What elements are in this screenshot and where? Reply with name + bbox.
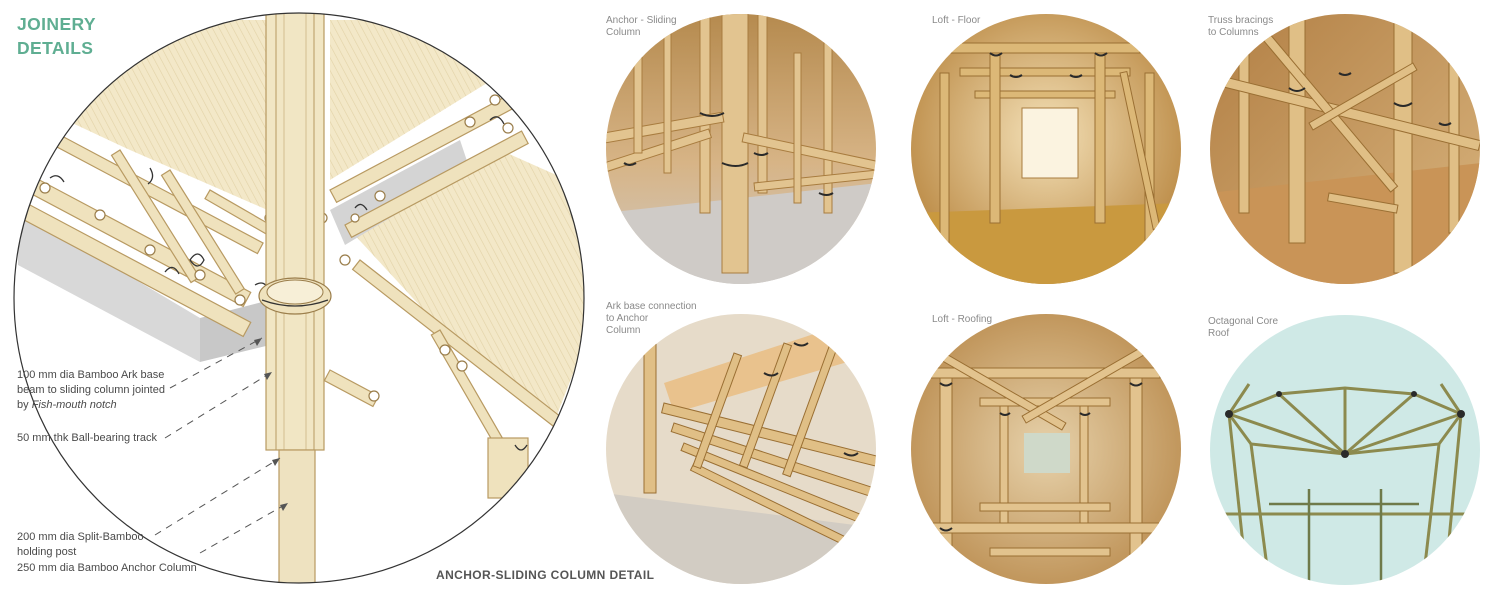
ball-bearing-track (18, 210, 200, 362)
note-anchor-column: 250 mm dia Bamboo Anchor Column (17, 562, 197, 574)
photo-anchor-sliding-column (606, 14, 876, 284)
note-ark-base-beam: 100 mm dia Bamboo Ark base beam to slidi… (17, 369, 165, 411)
title-line-2: DETAILS (17, 38, 94, 58)
deck-right (350, 150, 584, 420)
note-split-bamboo-post: 200 mm dia Split-Bamboo holding post (17, 531, 144, 558)
note-ball-bearing-track: 50 mm thk Ball-bearing track (17, 432, 157, 444)
photo-label-loft-floor: Loft - Floor (932, 15, 981, 26)
anchor-column (278, 449, 316, 583)
drawing-caption: ANCHOR-SLIDING COLUMN DETAIL (436, 568, 655, 582)
photo-loft-roofing (911, 314, 1181, 584)
photo-octagonal-core-roof (1210, 315, 1480, 585)
diagram-title: JOINERY DETAILS (17, 12, 96, 60)
photo-ark-base-connection (606, 314, 876, 584)
sliding-column (265, 13, 325, 451)
joinery-detail-drawing (13, 12, 585, 584)
photo-label-loft-roofing: Loft - Roofing (932, 314, 993, 325)
photo-loft-floor (911, 14, 1181, 284)
photo-truss-bracings (1210, 14, 1480, 284)
title-line-1: JOINERY (17, 14, 96, 34)
